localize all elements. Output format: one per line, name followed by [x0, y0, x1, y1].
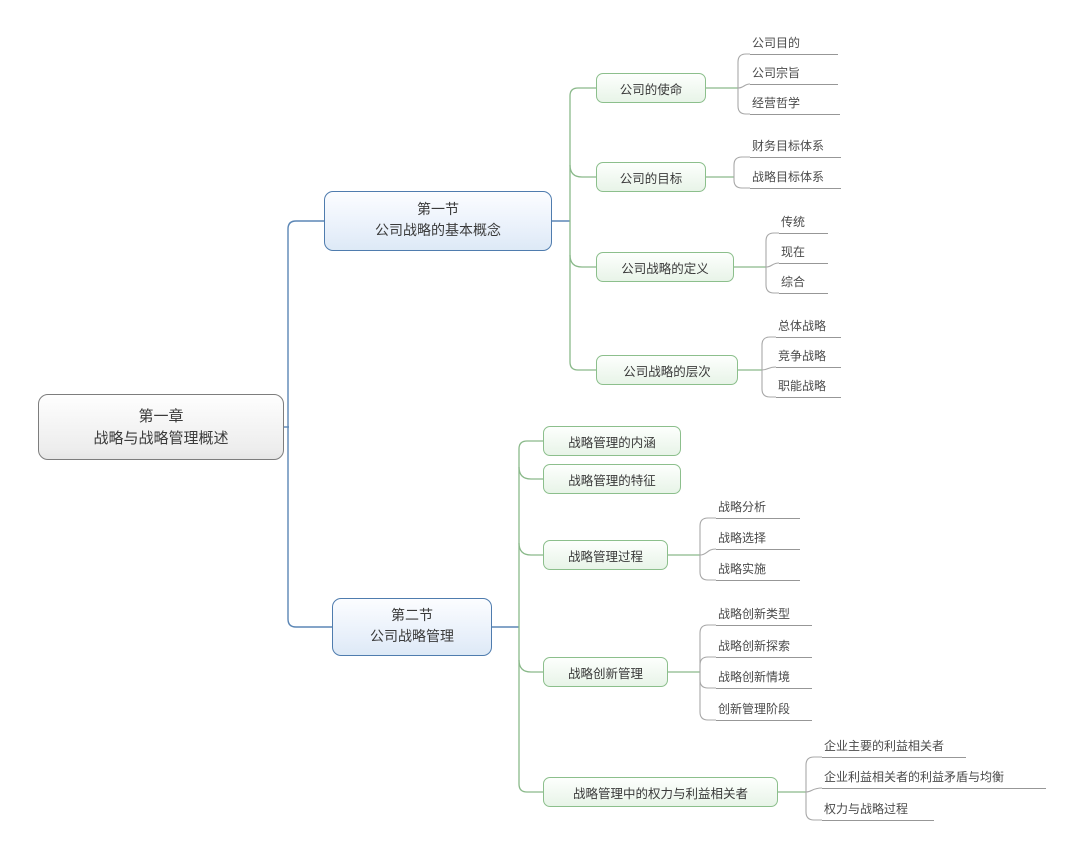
node-section-2[interactable]: 第二节 公司战略管理 [332, 598, 492, 656]
section-2-line1: 第二节 [391, 608, 433, 624]
node-topic-strategy-definition[interactable]: 公司战略的定义 [596, 252, 734, 282]
node-topic-sm-connotation[interactable]: 战略管理的内涵 [543, 426, 681, 456]
leaf-main-stakeholders[interactable]: 企业主要的利益相关者 [822, 738, 966, 758]
node-topic-strategy-levels[interactable]: 公司战略的层次 [596, 355, 738, 385]
leaf-integrated[interactable]: 综合 [779, 274, 828, 294]
leaf-company-tenet[interactable]: 公司宗旨 [750, 65, 838, 85]
leaf-innovation-types[interactable]: 战略创新类型 [716, 606, 812, 626]
green-connectors [518, 87, 806, 793]
leaf-strategy-selection[interactable]: 战略选择 [716, 530, 800, 550]
leaf-power-strategy-process[interactable]: 权力与战略过程 [822, 801, 934, 821]
node-root[interactable]: 第一章 战略与战略管理概述 [38, 394, 284, 460]
leaf-financial-goal-system[interactable]: 财务目标体系 [750, 138, 841, 158]
node-topic-sm-characteristics[interactable]: 战略管理的特征 [543, 464, 681, 494]
node-topic-power-stakeholders[interactable]: 战略管理中的权力与利益相关者 [543, 777, 778, 807]
leaf-competitive-strategy[interactable]: 竞争战略 [776, 348, 841, 368]
leaf-functional-strategy[interactable]: 职能战略 [776, 378, 841, 398]
node-topic-sm-process[interactable]: 战略管理过程 [543, 540, 668, 570]
node-section-1[interactable]: 第一节 公司战略的基本概念 [324, 191, 552, 251]
leaf-strategic-goal-system[interactable]: 战略目标体系 [750, 169, 841, 189]
section-1-line1: 第一节 [417, 202, 459, 218]
leaf-overall-strategy[interactable]: 总体战略 [776, 318, 841, 338]
node-topic-company-goals[interactable]: 公司的目标 [596, 162, 706, 192]
gray-connectors [699, 53, 823, 821]
leaf-innovation-stages[interactable]: 创新管理阶段 [716, 701, 812, 721]
section-1-line2: 公司战略的基本概念 [375, 223, 501, 239]
leaf-traditional[interactable]: 传统 [779, 214, 828, 234]
leaf-company-purpose[interactable]: 公司目的 [750, 35, 838, 55]
leaf-innovation-exploration[interactable]: 战略创新探索 [716, 638, 812, 658]
leaf-current[interactable]: 现在 [779, 244, 828, 264]
node-topic-company-mission[interactable]: 公司的使命 [596, 73, 706, 103]
leaf-innovation-context[interactable]: 战略创新情境 [716, 669, 812, 689]
blue-connectors [284, 220, 570, 628]
node-root-line1: 第一章 [138, 407, 184, 425]
leaf-stakeholder-conflicts[interactable]: 企业利益相关者的利益矛盾与均衡 [822, 769, 1046, 789]
leaf-business-philosophy[interactable]: 经营哲学 [750, 95, 840, 115]
section-2-line2: 公司战略管理 [370, 629, 454, 645]
node-root-line2: 战略与战略管理概述 [93, 429, 229, 447]
node-topic-strategic-innovation[interactable]: 战略创新管理 [543, 657, 668, 687]
leaf-strategy-analysis[interactable]: 战略分析 [716, 499, 800, 519]
leaf-strategy-implementation[interactable]: 战略实施 [716, 561, 800, 581]
